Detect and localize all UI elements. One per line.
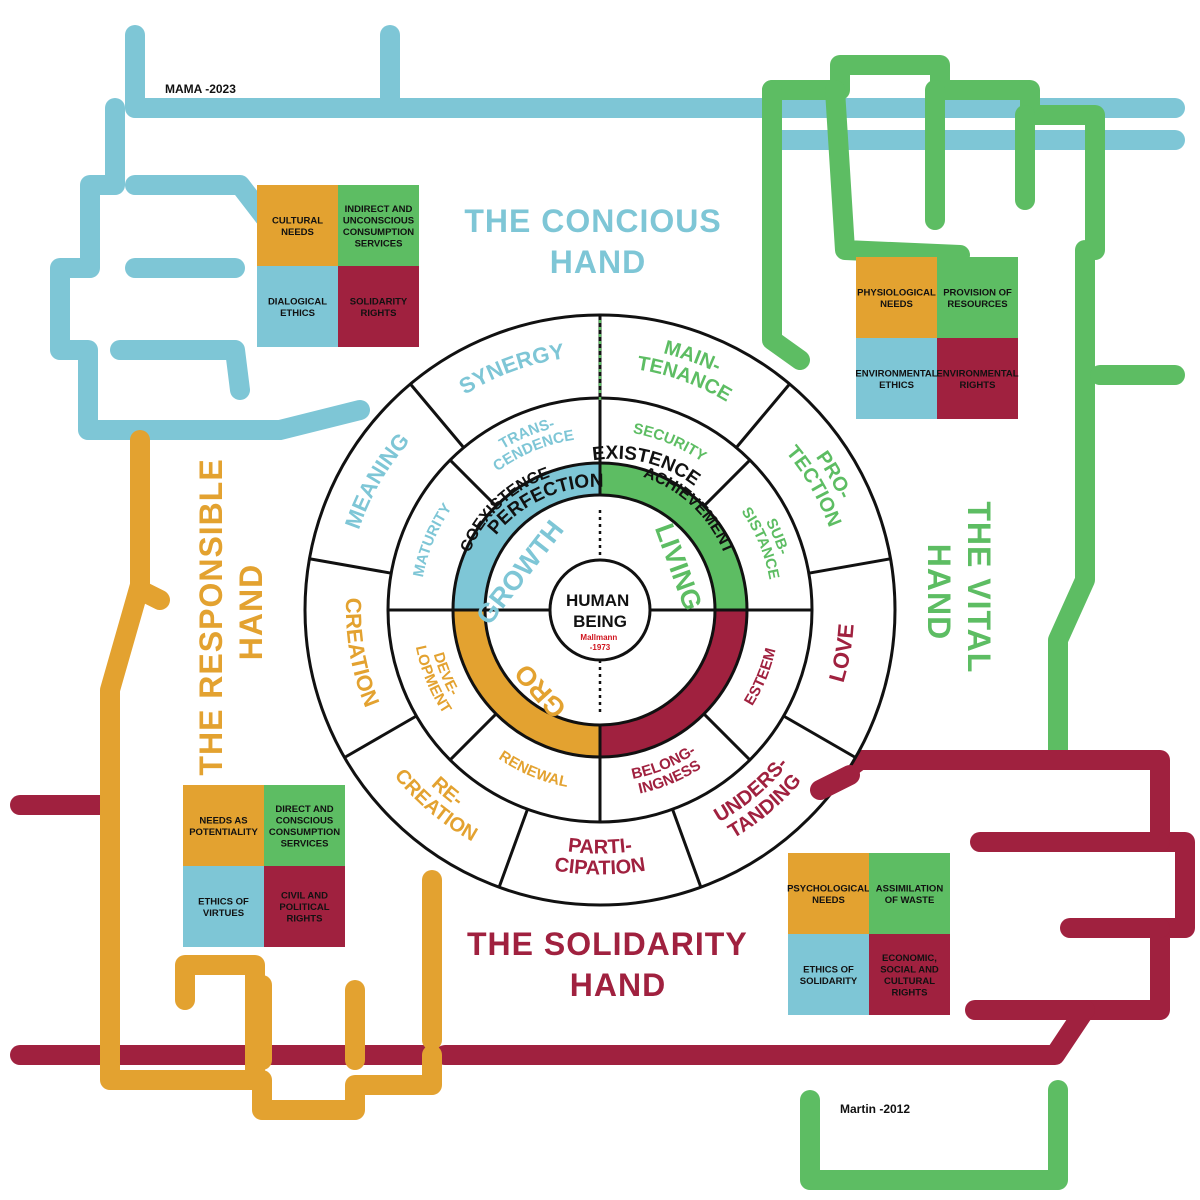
vital-box-cell bbox=[856, 257, 937, 338]
vital-box-cell bbox=[937, 257, 1018, 338]
responsible-box-cell bbox=[183, 866, 264, 947]
solidarity-box-cell bbox=[869, 934, 950, 1015]
ring3-divider bbox=[702, 459, 751, 508]
wheel-ring-label: PARTI- bbox=[567, 834, 633, 858]
responsible-box-cell bbox=[264, 866, 345, 947]
ring4-divider bbox=[671, 808, 703, 888]
ring3-divider bbox=[449, 712, 498, 761]
conscious-hand-title: THE CONCIOUS HAND bbox=[464, 203, 731, 280]
vital-box-cell bbox=[937, 338, 1018, 419]
responsible-box-cell bbox=[264, 785, 345, 866]
solidarity-box-cell bbox=[788, 934, 869, 1015]
ring4-divider bbox=[735, 383, 791, 449]
ring4-divider bbox=[782, 714, 857, 759]
solidarity-box-cell bbox=[869, 853, 950, 934]
ring4-divider bbox=[497, 808, 529, 888]
ring4-divider bbox=[409, 383, 465, 449]
solidarity-box-cell bbox=[788, 853, 869, 934]
credit-top: MAMA -2023 bbox=[165, 82, 236, 96]
ring4-divider bbox=[343, 714, 418, 759]
conscious-box-cell bbox=[257, 266, 338, 347]
human-being-label: HUMAN BEING bbox=[566, 591, 634, 631]
needs-wheel: HUMAN BEING Mallmann -1973 GROWTH GRO LI… bbox=[303, 313, 897, 907]
ring3-divider bbox=[702, 712, 751, 761]
responsible-hand-arm bbox=[100, 430, 442, 1120]
wheel-ring-label: CIPATION bbox=[553, 854, 647, 880]
credit-bottom: Martin -2012 bbox=[840, 1102, 910, 1116]
center-credit: Mallmann -1973 bbox=[580, 633, 619, 652]
conscious-box-cell bbox=[257, 185, 338, 266]
vital-hand-arm bbox=[762, 55, 1185, 1190]
solidarity-hand-title: THE SOLIDARITY HAND bbox=[467, 926, 757, 1003]
wheel-center-circle bbox=[548, 558, 652, 662]
conscious-box-cell bbox=[338, 185, 419, 266]
vital-box-cell bbox=[856, 338, 937, 419]
ring3-divider bbox=[449, 459, 498, 508]
wheel-dividers bbox=[309, 315, 891, 888]
ring4-divider bbox=[309, 557, 392, 575]
ring4-divider bbox=[808, 557, 891, 575]
vital-hand-title: THE VITAL HAND bbox=[921, 501, 997, 682]
responsible-box-cell bbox=[183, 785, 264, 866]
conscious-box-cell bbox=[338, 266, 419, 347]
responsible-hand-title: THE RESPONSIBLE HAND bbox=[193, 448, 269, 775]
